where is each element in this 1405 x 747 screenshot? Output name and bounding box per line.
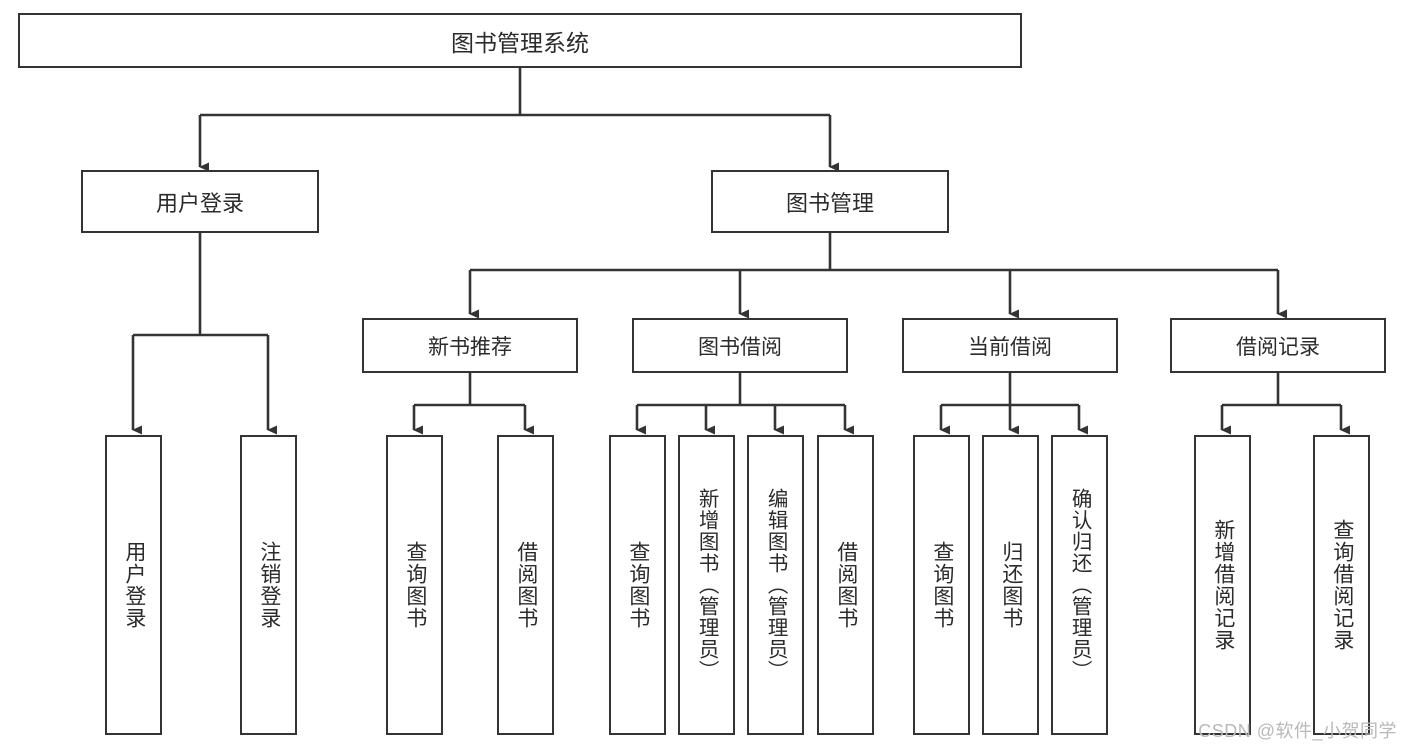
leaf-query-book-bb-label: 查询图书 bbox=[626, 541, 650, 629]
leaf-query-borrow-record[interactable]: 查询借阅记录 bbox=[1313, 435, 1370, 735]
watermark: CSDN @软件_小贺同学 bbox=[1198, 721, 1397, 741]
node-current-borrow[interactable]: 当前借阅 bbox=[902, 318, 1118, 373]
node-user-login[interactable]: 用户登录 bbox=[81, 170, 319, 233]
node-root-label: 图书管理系统 bbox=[451, 29, 589, 56]
node-book-manage[interactable]: 图书管理 bbox=[711, 170, 949, 233]
node-user-login-label: 用户登录 bbox=[155, 190, 244, 216]
node-root[interactable]: 图书管理系统 bbox=[18, 13, 1022, 68]
leaf-confirm-return-admin-label: 确认归还（管理员） bbox=[1068, 488, 1092, 682]
leaf-logout-label: 注销登录 bbox=[257, 541, 281, 629]
leaf-borrow-book-nb-label: 借阅图书 bbox=[514, 541, 538, 629]
leaf-query-book-bb[interactable]: 查询图书 bbox=[609, 435, 666, 735]
leaf-edit-book-admin[interactable]: 编辑图书（管理员） bbox=[747, 435, 804, 735]
node-book-borrow[interactable]: 图书借阅 bbox=[632, 318, 848, 373]
leaf-query-borrow-record-label: 查询借阅记录 bbox=[1330, 519, 1354, 651]
leaf-query-book-nb-label: 查询图书 bbox=[403, 541, 427, 629]
leaf-borrow-book-bb[interactable]: 借阅图书 bbox=[817, 435, 874, 735]
leaf-user-login[interactable]: 用户登录 bbox=[105, 435, 162, 735]
node-book-manage-label: 图书管理 bbox=[785, 190, 874, 216]
leaf-return-book[interactable]: 归还图书 bbox=[982, 435, 1039, 735]
node-borrow-record-label: 借阅记录 bbox=[1236, 335, 1320, 359]
node-new-book-recommend[interactable]: 新书推荐 bbox=[362, 318, 578, 373]
leaf-add-book-admin[interactable]: 新增图书（管理员） bbox=[678, 435, 735, 735]
node-current-borrow-label: 当前借阅 bbox=[968, 335, 1052, 359]
leaf-query-book-nb[interactable]: 查询图书 bbox=[386, 435, 443, 735]
leaf-add-borrow-record[interactable]: 新增借阅记录 bbox=[1194, 435, 1251, 735]
leaf-user-login-label: 用户登录 bbox=[122, 541, 146, 629]
leaf-add-borrow-record-label: 新增借阅记录 bbox=[1211, 519, 1235, 651]
leaf-confirm-return-admin[interactable]: 确认归还（管理员） bbox=[1051, 435, 1108, 735]
node-book-borrow-label: 图书借阅 bbox=[698, 335, 782, 359]
node-borrow-record[interactable]: 借阅记录 bbox=[1170, 318, 1386, 373]
leaf-borrow-book-nb[interactable]: 借阅图书 bbox=[497, 435, 554, 735]
leaf-borrow-book-bb-label: 借阅图书 bbox=[834, 541, 858, 629]
leaf-add-book-admin-label: 新增图书（管理员） bbox=[695, 488, 719, 682]
leaf-return-book-label: 归还图书 bbox=[999, 541, 1023, 629]
node-new-book-recommend-label: 新书推荐 bbox=[428, 335, 512, 359]
leaf-query-book-cb-label: 查询图书 bbox=[930, 541, 954, 629]
leaf-logout[interactable]: 注销登录 bbox=[240, 435, 297, 735]
leaf-query-book-cb[interactable]: 查询图书 bbox=[913, 435, 970, 735]
leaf-edit-book-admin-label: 编辑图书（管理员） bbox=[764, 488, 788, 682]
